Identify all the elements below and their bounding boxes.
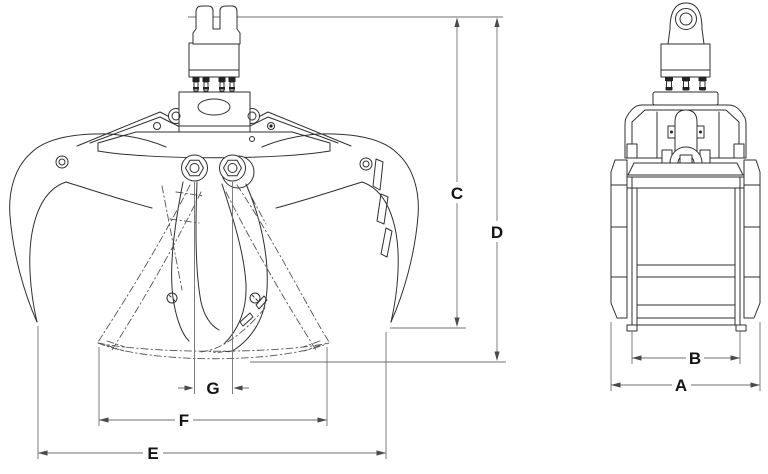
side-claw-plate-right xyxy=(743,159,761,319)
dim-D: D xyxy=(250,17,506,363)
clevis-link xyxy=(192,5,241,45)
side-view xyxy=(610,2,761,332)
dim-label-f: F xyxy=(179,411,189,430)
frame-gusset-right xyxy=(733,143,745,159)
dim-label-e: E xyxy=(147,444,158,463)
side-bearing xyxy=(661,146,713,164)
dim-A: A xyxy=(610,322,761,397)
dimensions: C D E F xyxy=(37,17,761,465)
side-eye-link xyxy=(667,2,705,45)
front-view xyxy=(9,5,419,394)
dim-G: G xyxy=(178,377,249,400)
side-top-plate xyxy=(652,91,719,106)
side-claw-plate-left xyxy=(610,159,628,319)
side-body-band xyxy=(626,176,746,189)
brace-pin-left xyxy=(153,122,161,130)
brace-pin-right xyxy=(267,122,275,130)
left-claw-arm xyxy=(9,133,167,323)
inner-tines xyxy=(166,181,268,353)
grease-nipple xyxy=(249,136,255,142)
mounting-head xyxy=(168,91,260,142)
dim-F: F xyxy=(98,347,328,432)
arm-bolt-left xyxy=(55,155,69,169)
wear-plate-segments xyxy=(372,158,393,258)
dim-label-d: D xyxy=(491,223,503,242)
dim-label-g: G xyxy=(206,379,219,398)
hidden-cylinder-lines xyxy=(161,185,267,291)
rotator xyxy=(188,42,240,78)
dim-E: E xyxy=(37,326,387,465)
dim-label-b: B xyxy=(689,349,701,368)
side-inner-panel xyxy=(631,187,741,326)
dim-label-c: C xyxy=(451,184,463,203)
dim-C: C xyxy=(390,17,466,329)
side-fittings xyxy=(665,77,707,91)
arm-bolt-right xyxy=(359,157,373,171)
phantom-open-tines xyxy=(97,184,330,360)
foot-right xyxy=(735,324,747,332)
right-claw-arm xyxy=(261,133,419,323)
main-beam xyxy=(97,131,331,159)
head-slot xyxy=(197,98,231,116)
hydraulic-fittings xyxy=(192,77,236,92)
side-body-plate xyxy=(627,162,744,176)
side-cylinder xyxy=(667,109,705,158)
snap-ring-left xyxy=(166,292,178,304)
pivot-pins xyxy=(181,154,255,189)
dim-label-a: A xyxy=(675,376,687,395)
side-rotator xyxy=(660,43,711,78)
frame-gusset-left xyxy=(626,143,638,159)
foot-left xyxy=(626,324,638,332)
snap-ring-right xyxy=(249,292,261,304)
dim-B: B xyxy=(631,331,741,370)
